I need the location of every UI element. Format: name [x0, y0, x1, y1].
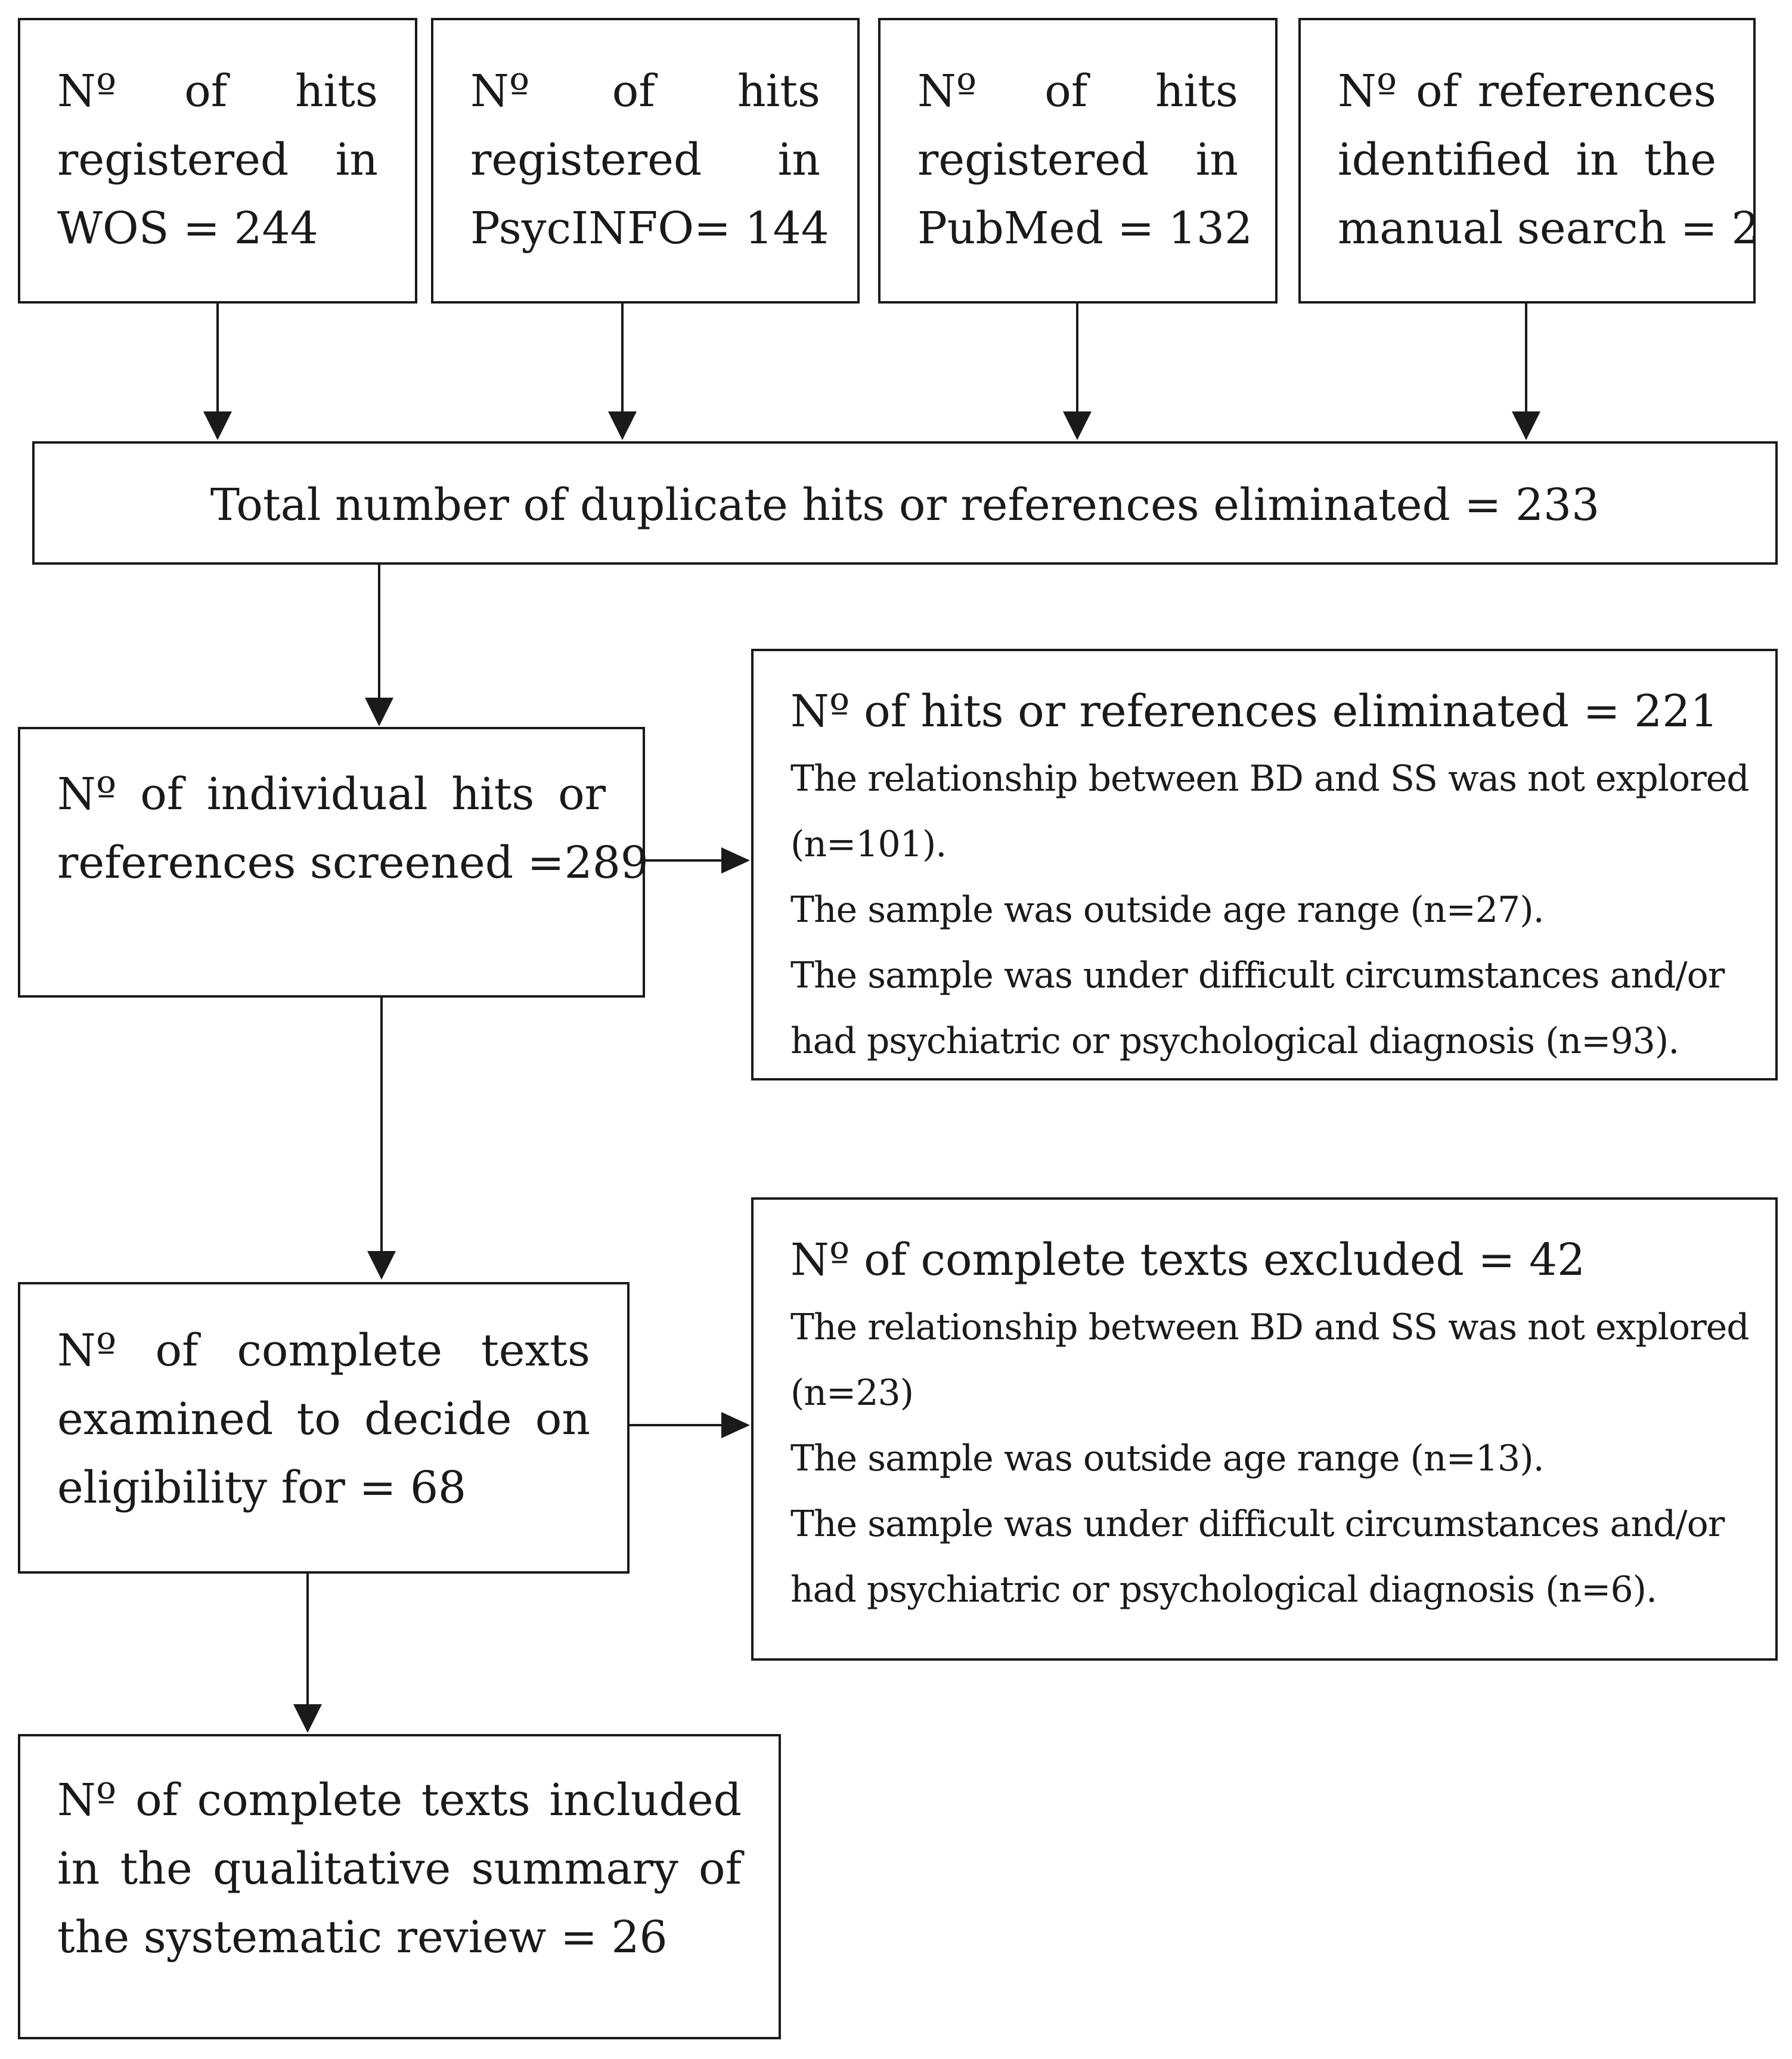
eligibility-line: examined to decide on [57, 1394, 590, 1445]
source-line: Nº of hits [57, 66, 378, 117]
source-line: Nº of references [1338, 66, 1716, 117]
included-line: Nº of complete texts included [57, 1775, 742, 1826]
duplicates-box: Total number of duplicate hits or refere… [32, 441, 1778, 565]
source-text-psycinfo: Nº of hits registered in PsycINFO= 144 [470, 57, 829, 263]
excluded-box: Nº of complete texts excluded = 42 The r… [751, 1197, 1778, 1661]
excluded-reason: The relationship between BD and SS was n… [790, 1306, 1750, 1348]
source-text-wos: Nº of hits registered in WOS = 244 [57, 57, 378, 263]
eligibility-line: Nº of complete texts [57, 1325, 590, 1376]
source-line: PsycINFO= 144 [470, 203, 829, 254]
eliminated-reason: (n=101). [790, 823, 947, 865]
eliminated-reason: The relationship between BD and SS was n… [790, 758, 1750, 800]
eliminated-box: Nº of hits or references eliminated = 22… [751, 649, 1778, 1080]
excluded-reason: The sample was under difficult circumsta… [790, 1503, 1725, 1545]
source-line: Nº of hits [917, 66, 1238, 117]
eligibility-text: Nº of complete texts examined to decide … [57, 1317, 590, 1522]
excluded-heading: Nº of complete texts excluded = 42 [790, 1234, 1586, 1286]
duplicates-text: Total number of duplicate hits or refere… [210, 479, 1600, 531]
eliminated-reasons: The relationship between BD and SS was n… [790, 746, 1750, 1074]
arrowhead-excluded [721, 1412, 750, 1438]
eligibility-line: eligibility for = 68 [57, 1462, 467, 1513]
eligibility-box: Nº of complete texts examined to decide … [18, 1282, 630, 1574]
excluded-reason: (n=23) [790, 1372, 914, 1414]
screened-box: Nº of individual hits or references scre… [18, 727, 649, 998]
excluded-reason: had psychiatric or psychological diagnos… [790, 1569, 1657, 1611]
source-line: WOS = 244 [57, 203, 318, 254]
included-line: in the qualitative summary of [57, 1843, 742, 1894]
source-box-manual: Nº of references identified in the manua… [1298, 18, 1760, 304]
screened-line: references screened =289 [57, 837, 649, 888]
eliminated-reason: The sample was under difficult circumsta… [790, 955, 1725, 996]
source-text-pubmed: Nº of hits registered in PubMed = 132 [917, 57, 1253, 263]
source-line: registered in [917, 134, 1238, 185]
excluded-reasons: The relationship between BD and SS was n… [790, 1295, 1750, 1623]
screened-text: Nº of individual hits or references scre… [57, 760, 649, 897]
source-line: identified in the [1338, 134, 1716, 185]
source-line: registered in [470, 134, 820, 185]
eliminated-heading: Nº of hits or references eliminated = 22… [790, 686, 1719, 737]
source-box-pubmed: Nº of hits registered in PubMed = 132 [878, 18, 1278, 304]
arrowhead-psycinfo [608, 411, 637, 440]
included-line: the systematic review = 26 [57, 1912, 668, 1963]
source-box-wos: Nº of hits registered in WOS = 244 [18, 18, 417, 304]
source-box-psycinfo: Nº of hits registered in PsycINFO= 144 [431, 18, 860, 304]
screened-line: Nº of individual hits or [57, 769, 606, 820]
source-line: Nº of hits [470, 66, 820, 117]
arrowhead-pubmed [1063, 411, 1092, 440]
included-text: Nº of complete texts included in the qua… [57, 1766, 742, 1972]
source-line: registered in [57, 134, 378, 185]
arrowhead-wos [203, 411, 232, 440]
eliminated-reason: had psychiatric or psychological diagnos… [790, 1020, 1679, 1062]
excluded-reason: The sample was outside age range (n=13). [790, 1438, 1545, 1479]
arrowhead-manual [1512, 411, 1540, 440]
source-text-manual: Nº of references identified in the manua… [1338, 57, 1760, 263]
arrowhead-eligibility [367, 1251, 396, 1280]
eliminated-reason: The sample was outside age range (n=27). [790, 889, 1545, 931]
included-box: Nº of complete texts included in the qua… [18, 1734, 781, 2039]
arrowhead-eliminated [721, 847, 750, 874]
source-line: manual search = 2 [1338, 203, 1760, 254]
arrowhead-screened [365, 698, 393, 726]
source-line: PubMed = 132 [917, 203, 1253, 254]
arrowhead-included [293, 1704, 322, 1733]
